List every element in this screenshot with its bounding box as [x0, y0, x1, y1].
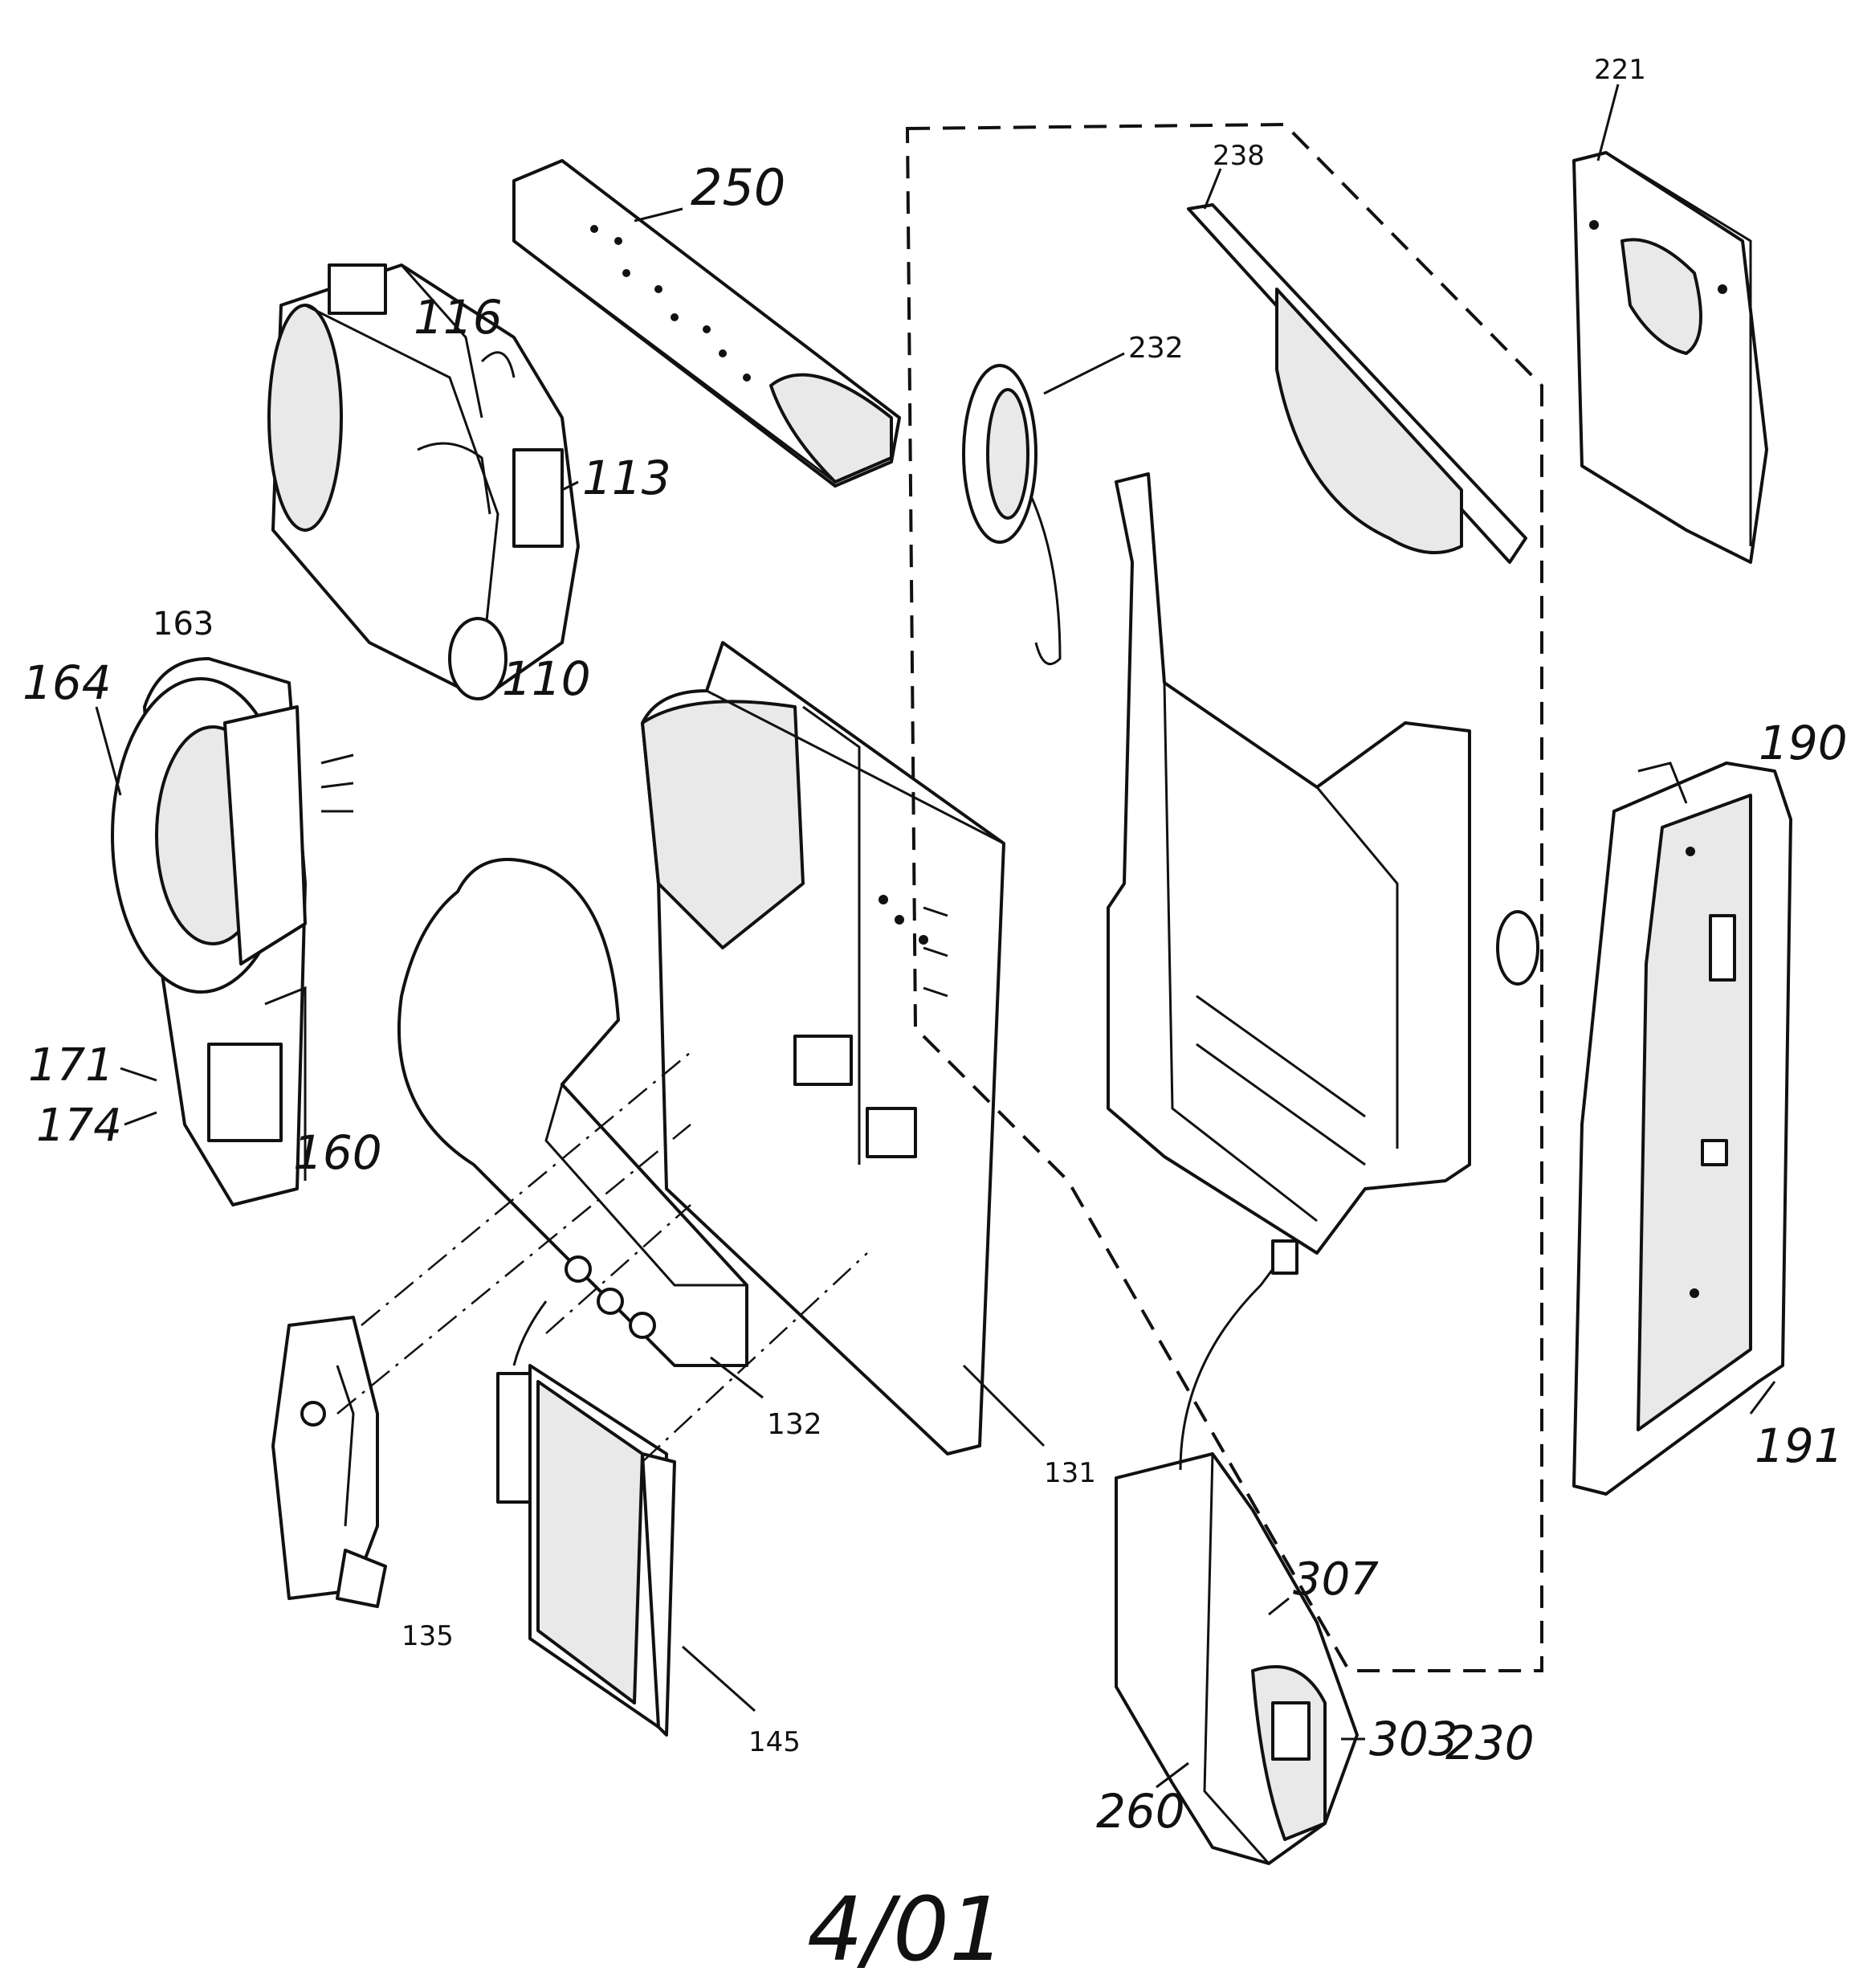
callout-260-text: 260 — [1096, 1784, 1185, 1839]
callout-238: 238 — [1203, 140, 1265, 210]
callout-190-text: 190 — [1759, 716, 1848, 770]
callout-191-text: 191 — [1755, 1419, 1844, 1473]
callout-163-text: 163 — [153, 606, 214, 643]
callout-232: 232 — [1043, 332, 1184, 395]
callout-174: 174 — [36, 1100, 157, 1152]
callout-232-text: 232 — [1128, 332, 1184, 365]
callout-116: 116 — [414, 290, 503, 345]
callout-160-text: 160 — [293, 1125, 382, 1180]
callout-110: 110 — [502, 651, 591, 706]
callout-307-text: 307 — [1293, 1553, 1379, 1606]
part-160-front-lens-assembly — [111, 657, 354, 1206]
callout-303: 303 — [1341, 1712, 1458, 1766]
part-230-dashed-assembly — [905, 122, 1543, 1672]
callout-260: 260 — [1096, 1761, 1189, 1839]
part-145-battery-pack — [496, 1300, 676, 1737]
callout-171: 171 — [28, 1039, 157, 1092]
part-260-viewfinder — [1115, 1239, 1359, 1865]
callout-221-text: 221 — [1594, 54, 1646, 86]
callout-250-text: 250 — [691, 158, 785, 217]
callout-164: 164 — [22, 655, 122, 796]
callout-250: 250 — [634, 158, 785, 222]
callout-307: 307 — [1268, 1553, 1379, 1616]
callout-113: 113 — [561, 451, 671, 505]
part-250-top-panel — [512, 159, 901, 488]
callout-135-text: 135 — [402, 1620, 454, 1652]
callout-238-text: 238 — [1213, 140, 1265, 172]
callout-171-text: 171 — [28, 1039, 114, 1092]
part-132-lcd-hood — [397, 858, 748, 1367]
callout-145-text: 145 — [748, 1726, 801, 1758]
callout-174-text: 174 — [36, 1100, 122, 1152]
callout-163: 163 — [153, 606, 214, 643]
callout-303-text: 303 — [1369, 1712, 1458, 1766]
callout-132: 132 — [710, 1356, 822, 1441]
figure-label: 4/01 — [807, 1878, 1005, 1981]
callout-230: 230 — [1445, 1716, 1535, 1770]
part-190-side-frame — [1572, 761, 1792, 1496]
assembly-guide-lines — [336, 1051, 868, 1463]
callout-191: 191 — [1749, 1381, 1844, 1473]
callout-110-text: 110 — [502, 651, 591, 706]
callout-131-text: 131 — [1044, 1457, 1096, 1489]
callout-145: 145 — [682, 1645, 801, 1758]
callout-131: 131 — [962, 1364, 1096, 1489]
callout-132-text: 132 — [767, 1408, 822, 1441]
part-221-side-door — [1572, 151, 1768, 564]
callout-164-text: 164 — [22, 655, 112, 710]
callout-160: 160 — [293, 1125, 382, 1180]
callout-113-text: 113 — [582, 451, 671, 505]
part-110-lens-block — [267, 263, 580, 700]
callout-190: 190 — [1759, 716, 1848, 770]
part-135-side-bracket — [271, 1316, 387, 1608]
callout-230-text: 230 — [1445, 1716, 1535, 1770]
callout-135: 135 — [402, 1620, 454, 1652]
callout-116-text: 116 — [414, 290, 503, 345]
callout-221: 221 — [1594, 54, 1646, 161]
